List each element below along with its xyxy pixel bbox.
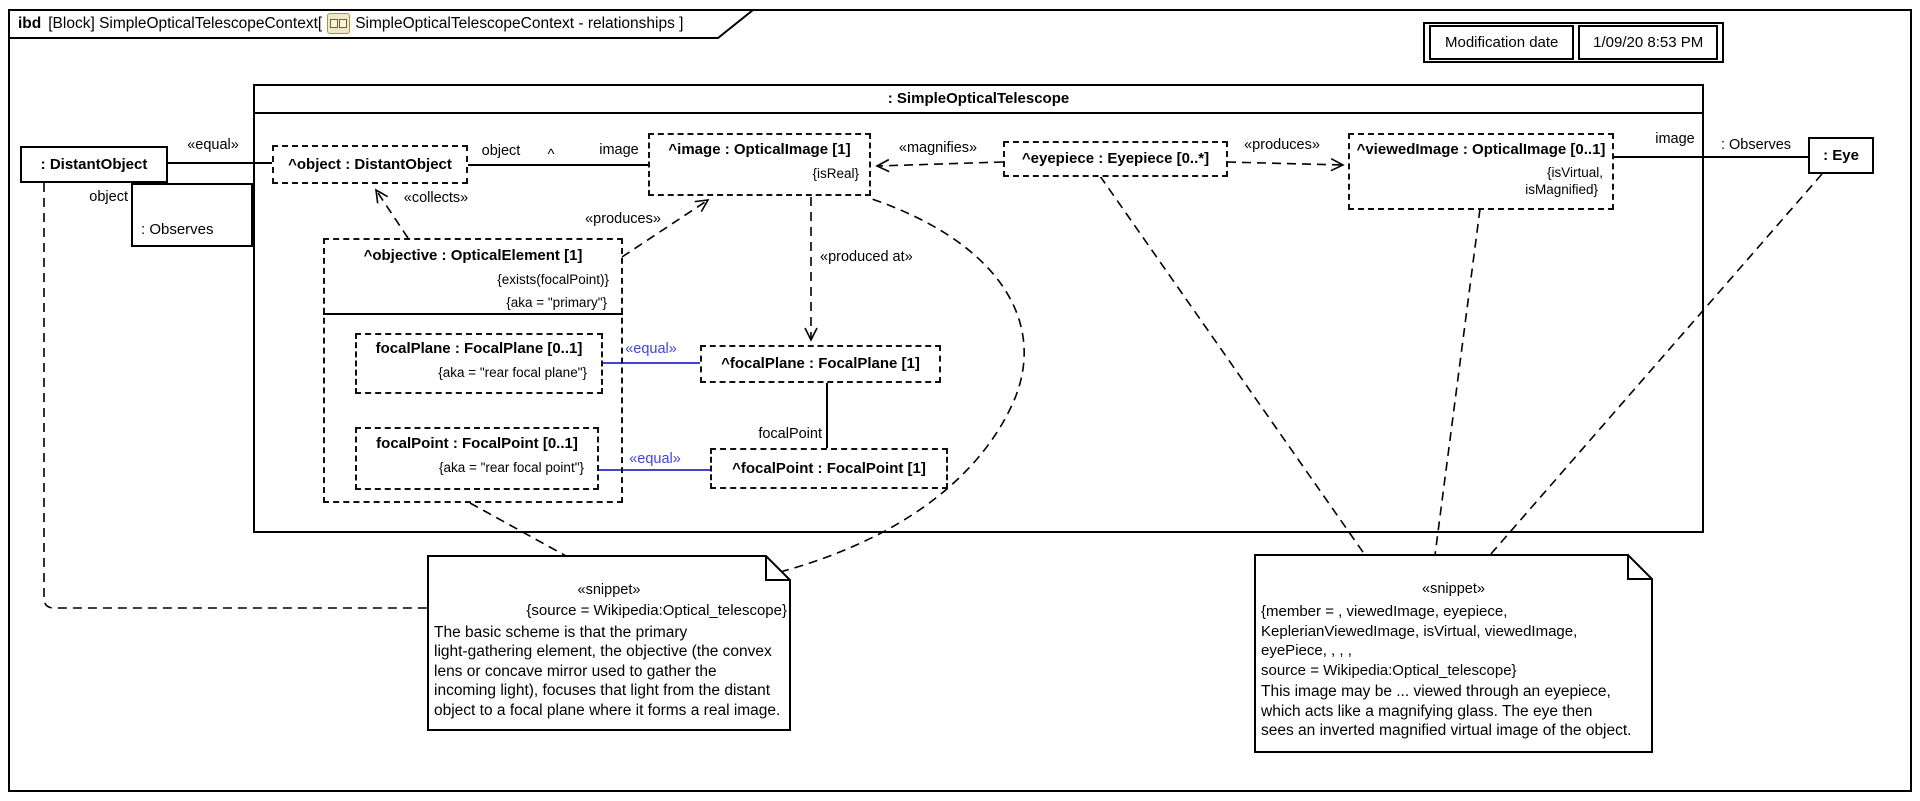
part-objective[interactable]: ^objective : OpticalElement [1] {exists(… [323,238,623,503]
frame-diagram-name: SimpleOpticalTelescopeContext - relation… [355,14,684,32]
left-note-source: {source = Wikipedia:Optical_telescope} [526,602,787,619]
part-viewedimage-name: ^viewedImage : OpticalImage [0..1] [1356,141,1606,158]
part-image-constraint: {isReal} [812,166,859,181]
diagram-frame [8,9,1912,792]
right-note-body-line: sees an inverted magnified virtual image… [1261,722,1632,739]
part-image-name: ^image : OpticalImage [1] [668,141,851,158]
anchor-eyepiece-to-right-note [1099,175,1366,556]
caret-label: ^ [547,147,555,163]
part-focalpoint[interactable]: ^focalPoint : FocalPoint [1] [710,448,948,489]
equal-left-label: «equal» [187,137,239,153]
frame-tab-outline [9,9,754,39]
right-note-shape [1254,554,1653,753]
magnifies-arrow [875,158,1004,173]
part-objective-name: ^objective : OpticalElement [1] [363,247,583,264]
left-note-body-line: The basic scheme is that the primary [434,623,688,641]
observes-association-label: : Observes [141,221,214,238]
part-viewedimage-constraint1: {isVirtual, [1546,165,1603,180]
part-eye[interactable]: : Eye [1808,137,1874,174]
right-note-stereotype: «snippet» [1422,581,1485,597]
object-role-left-label: object [89,189,128,205]
modification-date-label: Modification date [1429,25,1575,60]
simpleopticaltelescope-block[interactable]: : SimpleOpticalTelescope [253,84,1704,533]
part-viewedimage[interactable]: ^viewedImage : OpticalImage [0..1] {isVi… [1348,133,1614,210]
left-snippet-note[interactable]: «snippet» {source = Wikipedia:Optical_te… [428,556,790,730]
part-focalplane-inner[interactable]: focalPlane : FocalPlane [0..1] {aka = "r… [355,333,603,394]
frame-title-text: [Block] SimpleOpticalTelescopeContext[ [48,14,323,32]
note-anchor-lines [43,173,1823,609]
frame-kind: ibd [18,14,42,32]
objective-compartment-separator [323,313,623,315]
right-note-body-line: which acts like a magnifying glass. The … [1261,702,1593,720]
frame-title: ibd [Block] SimpleOpticalTelescopeContex… [18,13,683,34]
simpleopticaltelescope-title: : SimpleOpticalTelescope [255,86,1702,114]
note-shapes[interactable] [427,554,1653,753]
part-viewedimage-constraint2: isMagnified} [1525,182,1598,197]
part-focalpoint-inner[interactable]: focalPoint : FocalPoint [0..1] {aka = "r… [355,427,599,490]
anchor-eye-to-right-note [1489,173,1823,556]
part-distantobject-name: : DistantObject [40,155,148,173]
object-role-mid-label: object [481,143,521,159]
part-focalplane-inner-name: focalPlane : FocalPlane [0..1] [375,340,583,357]
part-eye-name: : Eye [1823,146,1859,164]
part-eyepiece-name: ^eyepiece : Eyepiece [0..*] [1021,150,1210,167]
focalpoint-role-label: focalPoint [758,426,822,442]
image-role-right-label: image [1655,131,1695,147]
equal-blue-label-2: «equal» [629,451,681,467]
produces-left-arrow [621,199,710,258]
dependency-arrows[interactable] [375,157,1345,342]
right-note-meta-line: eyePiece, , , , [1261,642,1352,659]
collects-label: «collects» [403,190,469,206]
right-note-meta-line: KeplerianViewedImage, isVirtual, viewedI… [1261,622,1578,640]
produces-right-arrow [1226,157,1345,172]
produced-at-label: «produced at» [820,249,913,265]
left-note-fold-icon [765,556,790,581]
part-focalplane[interactable]: ^focalPlane : FocalPlane [1] [700,345,941,383]
anchor-left-note-to-image [779,198,1025,573]
part-image[interactable]: ^image : OpticalImage [1] {isReal} [648,133,871,196]
equal-blue-label-1: «equal» [625,341,677,357]
anchor-objective-to-left-note [469,502,567,557]
blue-equal-connectors[interactable] [598,362,710,471]
produces-left-label: «produces» [585,211,661,227]
modification-date-box: Modification date 1/09/20 8:53 PM [1423,22,1724,63]
collects-arrow [375,188,409,239]
left-note-body-line: light-gathering element, the objective (… [434,643,772,660]
magnifies-label: «magnifies» [898,140,978,156]
produces-right-label: «produces» [1244,137,1320,153]
part-eyepiece[interactable]: ^eyepiece : Eyepiece [0..*] [1003,141,1228,177]
left-note-body-line: object to a focal plane where it forms a… [434,701,781,719]
image-role-mid-label: image [599,142,639,158]
observes-association-box[interactable]: : Observes [131,183,253,247]
observes-right-label: : Observes [1720,137,1792,153]
right-note-meta-line: {member = , viewedImage, eyepiece, [1261,603,1508,620]
part-object[interactable]: ^object : DistantObject [272,145,468,184]
part-focalplane-name: ^focalPlane : FocalPlane [1] [721,355,920,372]
part-focalpoint-inner-name: focalPoint : FocalPoint [0..1] [376,435,578,452]
right-note-meta-line: source = Wikipedia:Optical_telescope} [1261,661,1517,679]
anchor-viewedimage-to-right-note [1434,208,1481,556]
right-note-fold-icon [1627,555,1652,580]
ibd-diagram-icon [327,13,351,34]
modification-date-value: 1/09/20 8:53 PM [1578,25,1718,60]
part-distantobject[interactable]: : DistantObject [20,146,168,183]
left-note-body-line: lens or concave mirror used to gather th… [434,662,717,680]
part-focalpoint-name: ^focalPoint : FocalPoint [1] [732,459,926,477]
part-objective-constraint2: {aka = "primary"} [506,295,607,310]
right-snippet-note[interactable]: «snippet» {member = , viewedImage, eyepi… [1255,555,1652,752]
left-note-shape [427,555,791,731]
left-note-body-line: incoming light), focuses that light from… [434,682,770,699]
part-object-name: ^object : DistantObject [288,155,452,173]
left-note-stereotype: «snippet» [577,582,641,598]
part-focalplane-inner-constraint: {aka = "rear focal plane"} [438,365,587,380]
anchor-distantobject-to-left-note [43,183,428,609]
part-focalpoint-inner-constraint: {aka = "rear focal point"} [438,460,584,475]
part-objective-constraint1: {exists(focalPoint)} [497,272,609,287]
right-note-body-line: This image may be ... viewed through an … [1261,683,1611,700]
